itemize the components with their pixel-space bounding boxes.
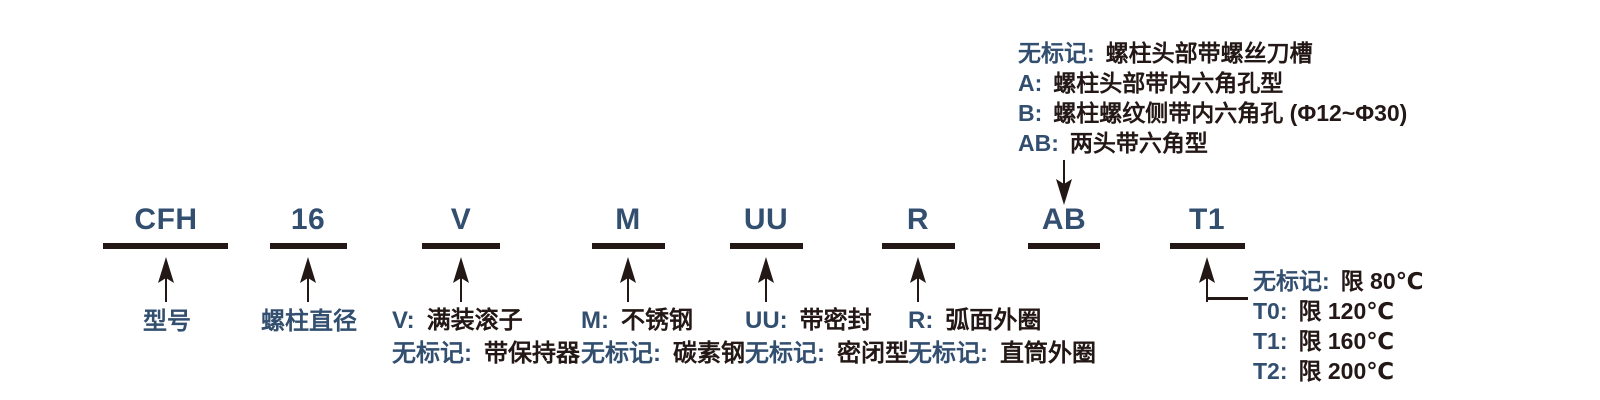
segment-options-uu: UU: 带密封 无标记: 密闭型 [745,304,909,370]
option-line: R: 弧面外圈 [908,304,1096,337]
note-value: 限 120℃ [1298,298,1395,324]
segment-code-cfh: CFH [134,203,198,236]
segment-code-r: R [906,203,930,236]
up-arrow-icon [758,257,774,302]
stud-head-options-note: 无标记: 螺柱头部带螺丝刀槽 A: 螺柱头部带内六角孔型 B: 螺柱螺纹侧带内六角孔 … [1018,38,1407,158]
up-arrow-icon [158,257,174,302]
option-value: 带保持器 [484,340,580,367]
note-line: T0: 限 120℃ [1253,296,1424,326]
segment-code-v: V [450,203,472,236]
up-arrow-icon [1199,257,1215,302]
note-key: A: [1018,70,1043,96]
note-value: 两头带六角型 [1069,130,1208,156]
option-key: 无标记: [908,340,988,367]
option-value: 直筒外圈 [1000,340,1096,367]
note-line: 无标记: 螺柱头部带螺丝刀槽 [1018,38,1407,68]
option-key: UU: [745,307,788,334]
segment-underline [592,243,665,249]
segment-underline [882,243,955,249]
option-value: 密闭型 [837,340,909,367]
option-key: 无标记: [392,340,472,367]
segment-options-v: V: 满装滚子 无标记: 带保持器 [392,304,580,370]
note-line: AB: 两头带六角型 [1018,128,1407,158]
segment-underline [422,243,500,249]
segment-label-model: 型号 [143,308,191,335]
option-key: 无标记: [581,340,661,367]
note-key: 无标记: [1253,268,1330,294]
note-key: AB: [1018,130,1059,156]
segment-label-stud-diameter: 螺柱直径 [261,308,357,335]
segment-options-r: R: 弧面外圈 无标记: 直筒外圈 [908,304,1096,370]
segment-code-m: M [615,203,641,236]
option-line: UU: 带密封 [745,304,909,337]
up-arrow-icon [453,257,469,302]
segment-code-uu: UU [743,203,789,236]
up-arrow-icon [300,257,316,302]
note-value: 螺柱头部带内六角孔型 [1053,70,1284,96]
option-value: 不锈钢 [620,307,693,334]
note-line: T1: 限 160℃ [1253,326,1424,356]
segment-underline [270,243,347,249]
up-arrow-icon [910,257,926,302]
note-key: T1: [1253,328,1288,354]
note-value: 限 160℃ [1298,328,1395,354]
note-key: T2: [1253,358,1288,384]
option-key: M: [581,307,609,334]
option-line: 无标记: 带保持器 [392,337,580,370]
note-key: T0: [1253,298,1288,324]
option-line: 无标记: 密闭型 [745,337,909,370]
note-line: A: 螺柱头部带内六角孔型 [1018,68,1407,98]
segment-options-m: M: 不锈钢 无标记: 碳素钢 [581,304,745,370]
note-line: B: 螺柱螺纹侧带内六角孔 (Φ12~Φ30) [1018,98,1407,128]
temperature-options-note: 无标记: 限 80℃ T0: 限 120℃ T1: 限 160℃ T2: 限 200℃ [1253,266,1424,386]
option-value: 弧面外圈 [945,307,1042,334]
note-key: B: [1018,100,1043,126]
option-value: 带密封 [799,307,872,334]
note-line: 无标记: 限 80℃ [1253,266,1424,296]
down-arrow-icon [1056,160,1072,205]
segment-code-ab: AB [1041,203,1087,236]
option-line: 无标记: 直筒外圈 [908,337,1096,370]
note-value: 螺柱螺纹侧带内六角孔 (Φ12~Φ30) [1053,100,1408,126]
note-value: 限 200℃ [1298,358,1395,384]
segment-code-size: 16 [290,203,326,236]
option-key: R: [908,307,934,334]
option-value: 满装滚子 [426,307,523,334]
segment-code-t1: T1 [1188,203,1226,236]
elbow-connector-line [1206,297,1248,300]
option-key: 无标记: [745,340,825,367]
segment-underline [1170,243,1245,249]
option-value: 碳素钢 [673,340,745,367]
note-key: 无标记: [1018,40,1095,66]
option-line: V: 满装滚子 [392,304,580,337]
note-value: 限 80℃ [1340,268,1424,294]
segment-underline [1028,243,1100,249]
option-line: M: 不锈钢 [581,304,745,337]
up-arrow-icon [620,257,636,302]
option-key: V: [392,307,415,334]
segment-underline [103,243,228,249]
segment-underline [730,243,803,249]
note-value: 螺柱头部带螺丝刀槽 [1105,40,1313,66]
option-line: 无标记: 碳素钢 [581,337,745,370]
note-line: T2: 限 200℃ [1253,356,1424,386]
